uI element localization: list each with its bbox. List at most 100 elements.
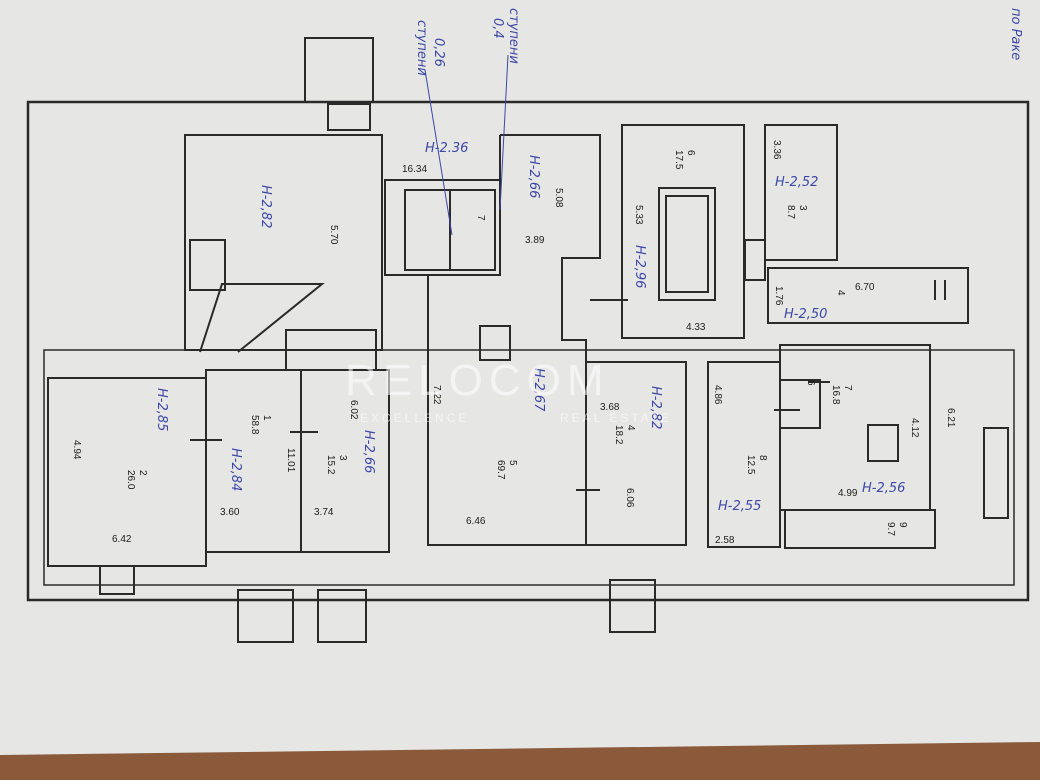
- svg-text:12.5: 12.5: [745, 455, 756, 475]
- bottom-porch-1: [237, 589, 294, 643]
- svg-text:4: 4: [625, 425, 636, 431]
- svg-text:6: 6: [805, 380, 816, 386]
- note-h266-mid: Н-2,66: [361, 430, 376, 473]
- bottom-porch-3: [609, 579, 656, 633]
- svg-text:18.2: 18.2: [613, 425, 624, 445]
- room-label: 7 16.8: [830, 385, 853, 405]
- dim-606: 6.06: [624, 488, 635, 508]
- svg-text:16.8: 16.8: [830, 385, 841, 405]
- dim-621: 6.21: [945, 408, 956, 428]
- svg-text:3: 3: [337, 455, 348, 461]
- dim-336: 3.36: [771, 140, 782, 160]
- watermark-tag-right: REAL ESTATE: [560, 411, 672, 425]
- svg-text:6: 6: [685, 150, 696, 156]
- room-label: 3 8.7: [785, 205, 808, 219]
- dim-1101: 11.01: [285, 448, 296, 473]
- outer-wall: [26, 100, 1030, 602]
- svg-text:2: 2: [137, 470, 148, 476]
- dim-433: 4.33: [686, 322, 706, 333]
- dim-670: 6.70: [855, 282, 875, 293]
- stair-hall: [184, 134, 383, 351]
- column-right: [867, 424, 899, 462]
- svg-text:7: 7: [842, 385, 853, 391]
- note-h267: Н-2,67: [531, 368, 546, 412]
- note-h266-top: Н-2,66: [526, 155, 541, 198]
- room-label: 6 17.5: [673, 150, 696, 170]
- svg-text:15.2: 15.2: [325, 455, 336, 475]
- paper-sheet: [0, 0, 1040, 755]
- dim-176: 1.76: [773, 286, 784, 306]
- inner-band: [43, 349, 1015, 586]
- dim-368: 3.68: [600, 402, 620, 413]
- pool-inner: [665, 195, 709, 293]
- note-stupeni-1-h: 0,26: [431, 38, 446, 67]
- note-h282-top: Н-2,82: [258, 185, 273, 228]
- dim-646: 6.46: [466, 516, 486, 527]
- dim-412: 4.12: [909, 418, 920, 438]
- dim-508: 5.08: [553, 188, 564, 208]
- dim-1634: 16.34: [402, 164, 427, 175]
- right-porch: [983, 427, 1009, 519]
- dim-602: 6.02: [348, 400, 359, 420]
- room-label: 6: [805, 380, 816, 386]
- note-stupeni-2-h: 0,4: [490, 18, 505, 39]
- svg-text:17.5: 17.5: [673, 150, 684, 170]
- note-h256: Н-2,56: [862, 481, 905, 496]
- note-h252: Н-2,52: [775, 175, 818, 190]
- dim-642: 6.42: [112, 534, 132, 545]
- room-label: 8 12.5: [745, 455, 768, 475]
- room-label: 9 9.7: [885, 522, 908, 536]
- room-label: 2 26.0: [125, 470, 148, 490]
- room-label: 4 18.2: [613, 425, 636, 445]
- room-label: 3 15.2: [325, 455, 348, 475]
- svg-text:1: 1: [261, 415, 272, 421]
- note-h236: Н-2.36: [425, 141, 468, 156]
- svg-text:8.7: 8.7: [785, 205, 796, 219]
- svg-text:26.0: 26.0: [125, 470, 136, 490]
- bottom-porch-2: [317, 589, 367, 643]
- room-6-walls: [621, 124, 745, 339]
- dim-570: 5.70: [328, 225, 339, 245]
- svg-text:8: 8: [757, 455, 768, 461]
- svg-text:9.7: 9.7: [885, 522, 896, 536]
- room-label: 5 69.7: [495, 460, 518, 480]
- dim-486: 4.86: [712, 385, 723, 405]
- dim-533: 5.33: [633, 205, 644, 225]
- relocom-watermark: RELOCOM EXCELLENCE REAL ESTATE: [345, 356, 672, 425]
- dimension-labels: 16.34 5.70 5.08 3.89 7.22 6.46 6.02 3.74…: [71, 140, 956, 546]
- dim-360: 3.60: [220, 507, 240, 518]
- svg-text:7: 7: [475, 215, 486, 221]
- column-center: [479, 325, 511, 361]
- room-label: 7: [475, 215, 486, 221]
- note-h250: Н-2,50: [784, 307, 827, 322]
- dim-374: 3.74: [314, 507, 334, 518]
- dim-494: 4.94: [71, 440, 82, 460]
- door-marks: [190, 280, 946, 491]
- svg-text:69.7: 69.7: [495, 460, 506, 480]
- room-4b-walls: [767, 267, 969, 324]
- note-stupeni-2: ступени: [506, 8, 521, 64]
- dim-499: 4.99: [838, 488, 858, 499]
- walls: [26, 37, 1030, 643]
- room-6b-walls: [779, 379, 821, 429]
- dim-722: 7.22: [431, 385, 442, 405]
- svg-text:3: 3: [797, 205, 808, 211]
- top-steps: [327, 103, 371, 131]
- room-9-walls: [784, 509, 936, 549]
- dim-258: 2.58: [715, 535, 735, 546]
- dim-389: 3.89: [525, 235, 545, 246]
- bottom-steps-1: [99, 565, 135, 595]
- stair-top-right: [744, 239, 766, 281]
- room-3b-walls: [764, 124, 838, 261]
- svg-text:4: 4: [835, 290, 846, 296]
- note-h255: Н-2,55: [718, 499, 761, 514]
- handwritten-notes: Н-2.36 Н-2,82 Н-2,66 Н-2,96 Н-2,52 Н-2,5…: [154, 8, 1023, 514]
- top-porch: [304, 37, 374, 103]
- room-label: 4: [835, 290, 846, 296]
- note-h285: Н-2,85: [154, 388, 169, 431]
- svg-text:58.8: 58.8: [249, 415, 260, 435]
- svg-text:5: 5: [507, 460, 518, 466]
- note-stupeni-1: ступени: [414, 20, 429, 76]
- note-corner: по Раке: [1008, 8, 1023, 60]
